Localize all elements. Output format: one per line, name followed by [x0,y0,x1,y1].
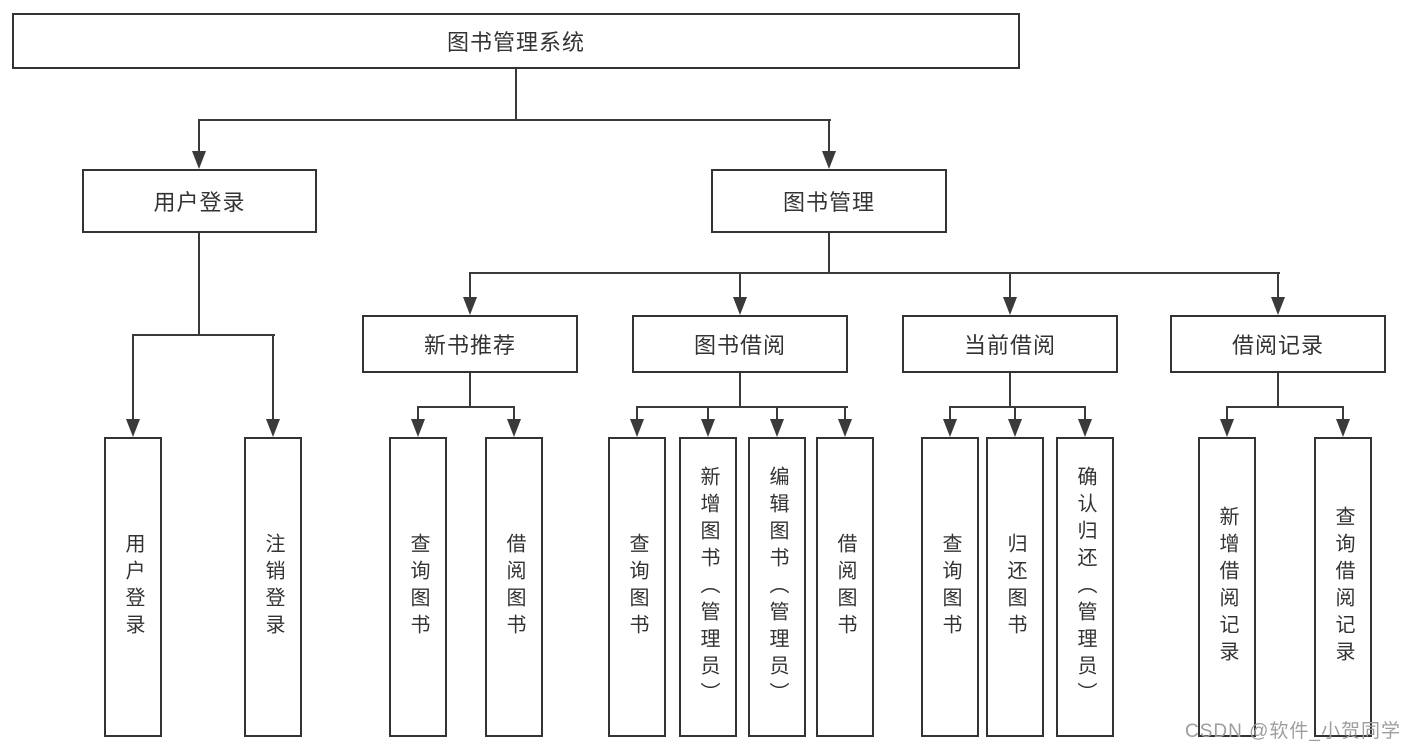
connector-line [198,119,200,152]
node-user-login: 用户登录 [82,169,317,233]
connector-line [1277,373,1279,408]
connector-line [469,272,1280,274]
node-query-books-recommend: 查询图书 [389,437,447,737]
node-book-borrowing: 图书借阅 [632,315,848,373]
arrowhead-icon [411,419,425,437]
connector-line [707,406,709,421]
connector-line [949,406,1086,408]
node-add-borrow-record: 新增借阅记录 [1198,437,1256,737]
node-return-books: 归还图书 [986,437,1044,737]
connector-line [469,272,471,299]
node-query-books-current: 查询图书 [921,437,979,737]
node-current-borrowing: 当前借阅 [902,315,1118,373]
connector-line [636,406,638,421]
arrowhead-icon [770,419,784,437]
connector-line [1009,373,1011,408]
connector-line [636,406,848,408]
connector-line [1342,406,1344,421]
connector-line [198,119,831,121]
connector-line [828,119,830,152]
connector-line [272,334,274,421]
connector-line [1226,406,1228,421]
arrowhead-icon [1008,419,1022,437]
connector-line [949,406,951,421]
connector-line [515,69,517,120]
node-library-management-system: 图书管理系统 [12,13,1020,69]
node-query-borrow-record: 查询借阅记录 [1314,437,1372,737]
connector-line [828,233,830,274]
node-user-login-leaf: 用户登录 [104,437,162,737]
connector-line [417,406,515,408]
arrowhead-icon [266,419,280,437]
node-logout-leaf: 注销登录 [244,437,302,737]
node-borrow-books-borrowing: 借阅图书 [816,437,874,737]
arrowhead-icon [507,419,521,437]
arrowhead-icon [1220,419,1234,437]
node-query-books-borrowing: 查询图书 [608,437,666,737]
connector-line [1014,406,1016,421]
watermark: CSDN @软件_小贺同学 [1185,721,1401,742]
arrowhead-icon [1078,419,1092,437]
arrowhead-icon [1336,419,1350,437]
arrowhead-icon [1271,297,1285,315]
node-book-management: 图书管理 [711,169,947,233]
connector-line [469,373,471,408]
arrowhead-icon [126,419,140,437]
node-borrowing-records: 借阅记录 [1170,315,1386,373]
connector-line [132,334,134,421]
connector-line [1226,406,1344,408]
arrowhead-icon [463,297,477,315]
connector-line [417,406,419,421]
arrowhead-icon [192,151,206,169]
arrowhead-icon [630,419,644,437]
connector-line [513,406,515,421]
connector-line [1084,406,1086,421]
connector-line [1009,272,1011,299]
arrowhead-icon [733,297,747,315]
node-edit-books-admin: 编辑图书（管理员） [748,437,806,737]
arrowhead-icon [943,419,957,437]
arrowhead-icon [822,151,836,169]
arrowhead-icon [838,419,852,437]
connector-line [844,406,846,421]
node-new-book-recommend: 新书推荐 [362,315,578,373]
connector-line [1277,272,1279,299]
connector-line [739,272,741,299]
arrowhead-icon [701,419,715,437]
connector-line [132,334,275,336]
connector-line [776,406,778,421]
node-borrow-books-recommend: 借阅图书 [485,437,543,737]
connector-line [739,373,741,408]
node-confirm-return-admin: 确认归还（管理员） [1056,437,1114,737]
arrowhead-icon [1003,297,1017,315]
connector-line [198,233,200,336]
node-add-books-admin: 新增图书（管理员） [679,437,737,737]
